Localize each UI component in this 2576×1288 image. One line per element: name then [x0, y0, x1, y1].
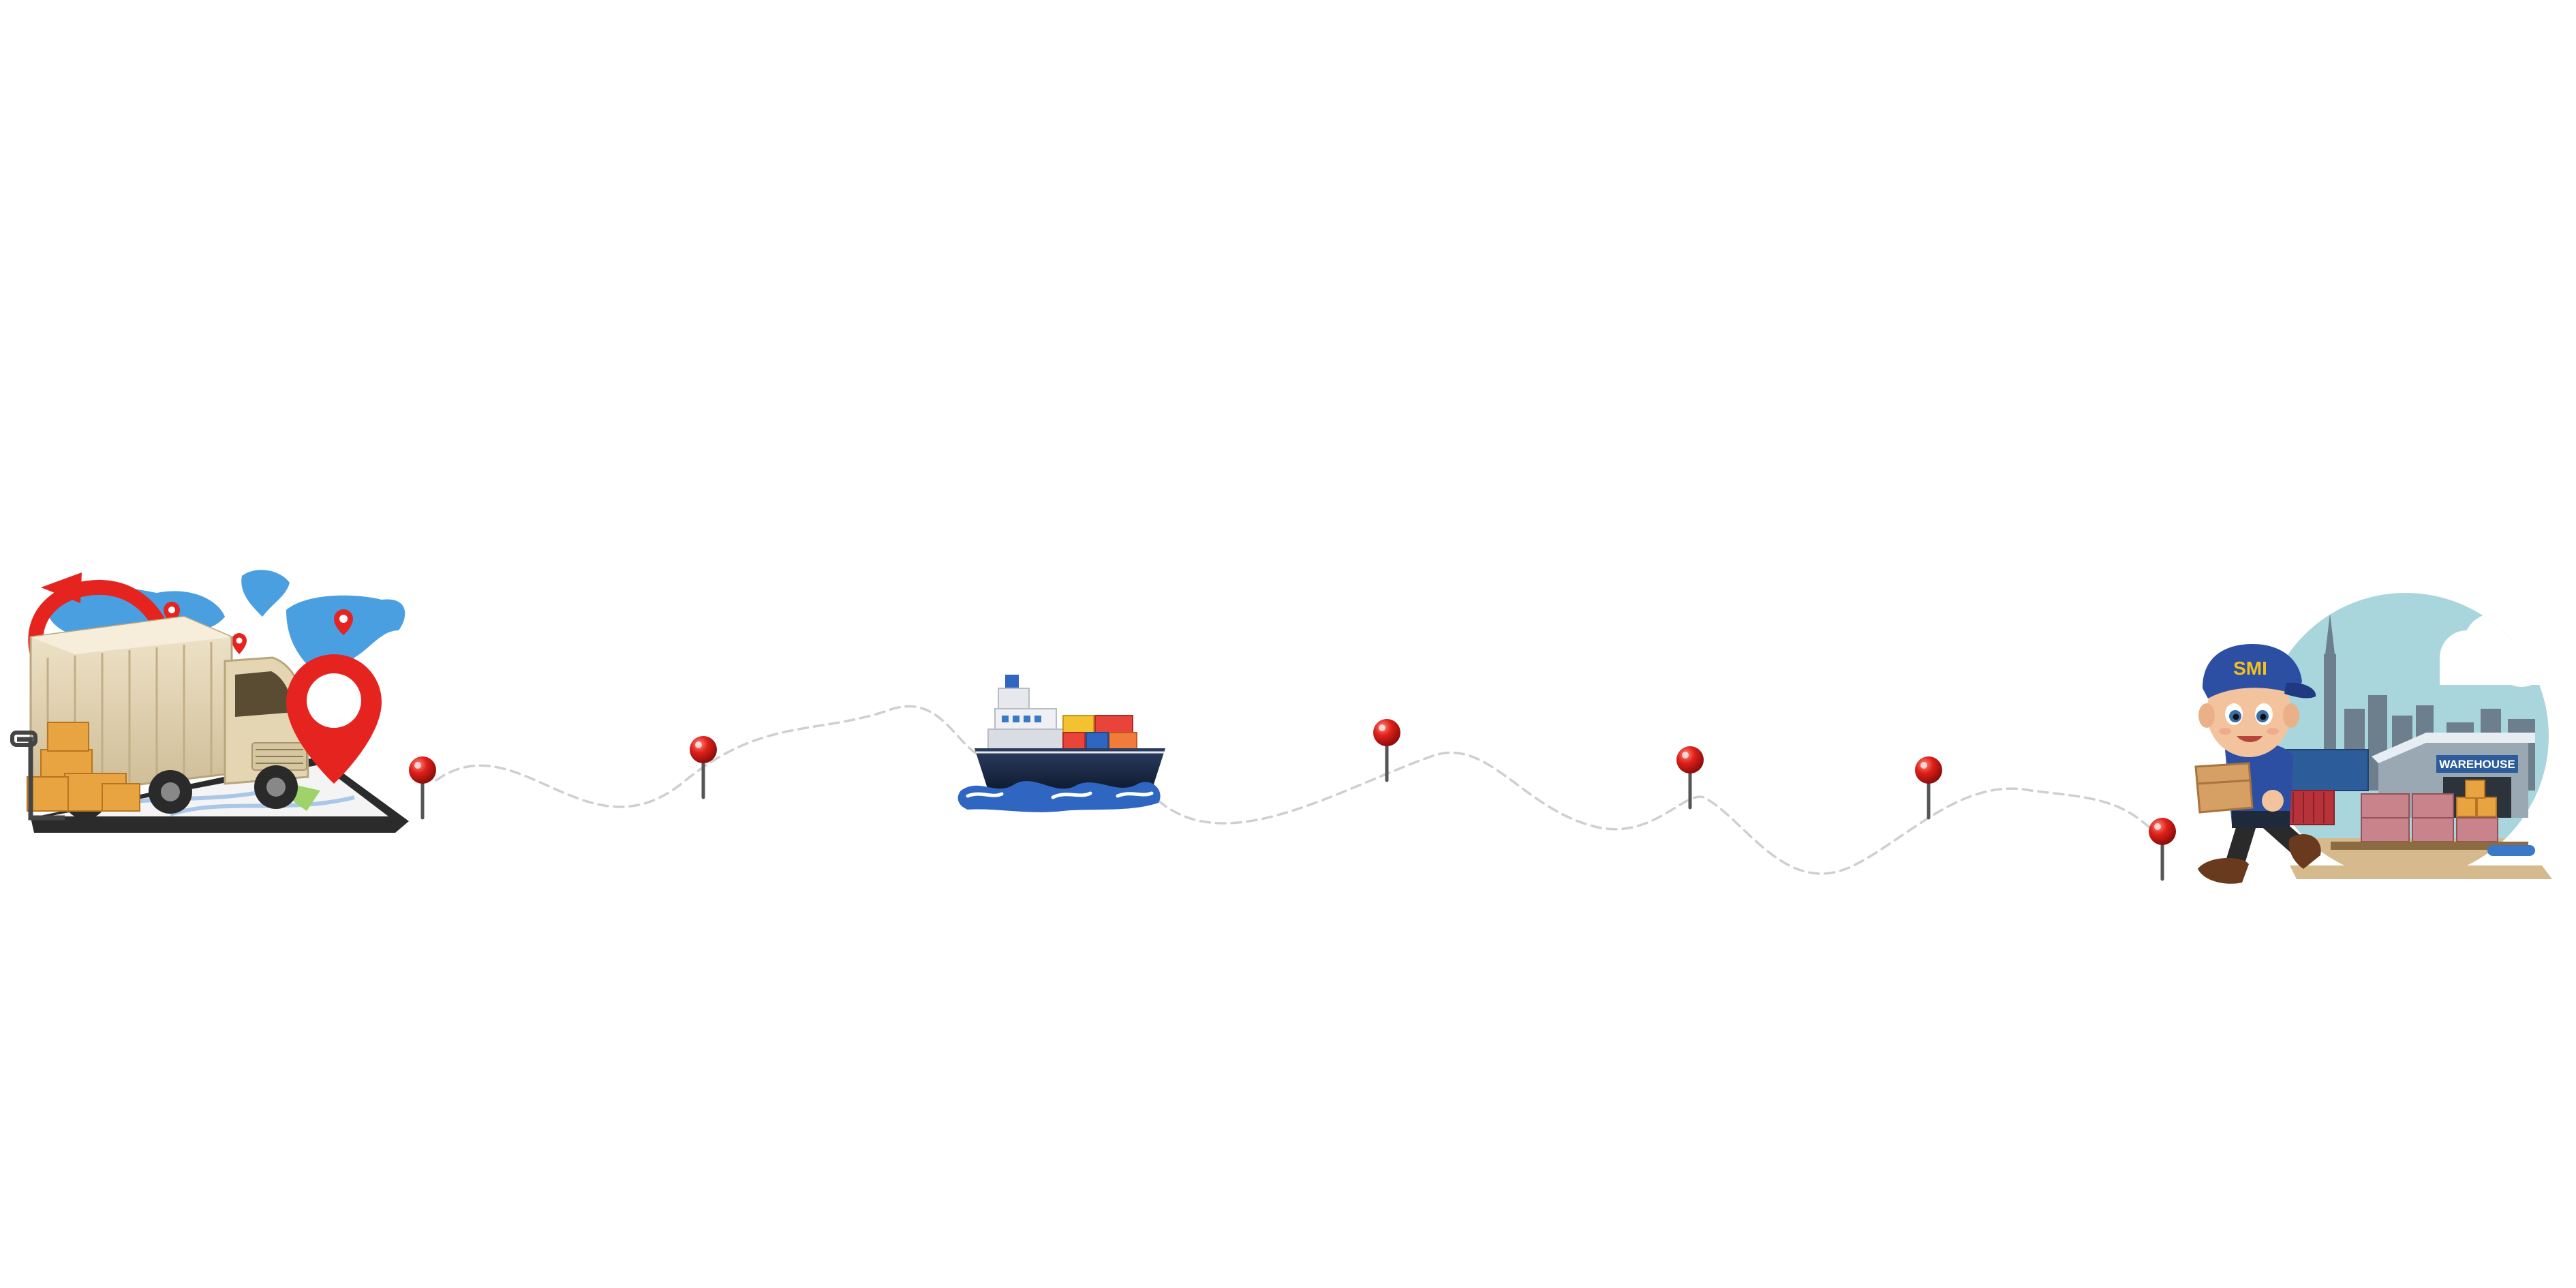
pin-highlight	[1682, 752, 1689, 758]
pin-head-icon	[2149, 818, 2176, 845]
cap-logo-text: SMI	[2233, 658, 2267, 679]
pin-head-icon	[1373, 719, 1400, 746]
route-pin-5[interactable]	[1915, 756, 1942, 820]
route-pins	[409, 719, 2176, 881]
route-pin-2[interactable]	[690, 736, 717, 799]
delivery-truck-world-map-icon	[10, 570, 409, 833]
pin-highlight	[695, 741, 702, 748]
pin-head-icon	[1676, 746, 1704, 773]
route-pin-6[interactable]	[2149, 818, 2176, 881]
route-pin-3[interactable]	[1373, 719, 1400, 782]
cargo-ship-icon	[957, 675, 1165, 812]
pin-highlight	[1920, 762, 1927, 769]
pin-highlight	[414, 762, 421, 769]
pin-highlight	[1379, 724, 1385, 731]
pin-head-icon	[409, 756, 436, 784]
route-pin-4[interactable]	[1676, 746, 1704, 810]
pin-highlight	[2154, 823, 2161, 830]
courier-boy-warehouse-icon: WAREHOUSE	[2194, 593, 2552, 884]
pin-head-icon	[690, 736, 717, 763]
route-dashed-line	[435, 705, 2155, 875]
route-pin-1[interactable]	[409, 756, 436, 820]
pin-head-icon	[1915, 756, 1942, 784]
warehouse-sign-text: WAREHOUSE	[2439, 758, 2515, 771]
